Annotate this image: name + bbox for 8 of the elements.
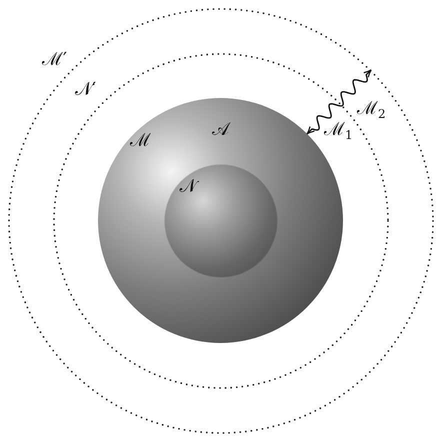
dotted-boundary — [8, 8, 434, 434]
region-label: 𝒩 — [180, 178, 196, 196]
region-label: ℳ — [130, 132, 151, 150]
region-label: 𝒜 — [212, 121, 229, 139]
region-label: 𝒩′ — [75, 80, 96, 98]
region-label: ℳ′ — [42, 51, 68, 69]
region-label: ℳ$_{1}$ — [324, 121, 353, 141]
region-label: ℳ$_{2}$ — [357, 100, 386, 120]
